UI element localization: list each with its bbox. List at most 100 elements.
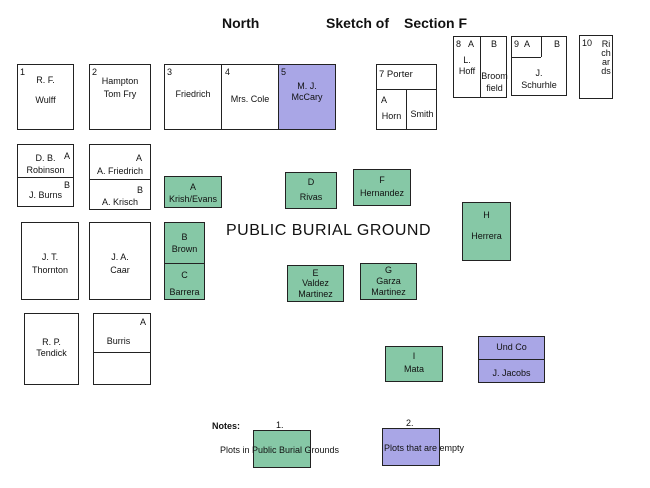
plot-number: 4: [225, 67, 231, 77]
plot-number: 5: [281, 67, 287, 77]
subplot-b-label: B: [136, 185, 143, 195]
plot-5[interactable]: 5 M. J. McCary: [278, 64, 336, 130]
plot-owner-line2: Robinson: [26, 165, 65, 175]
plot-owner-line3: J. Burns: [28, 190, 62, 200]
sketch-label: Sketch of: [326, 15, 390, 31]
plot-2[interactable]: 2 Hampton Tom Fry: [89, 64, 151, 130]
plot-owner-line2: A. Krisch: [101, 197, 138, 207]
plot-owner-line1: L.: [463, 55, 471, 65]
subplot-a-label: A: [381, 95, 388, 105]
plot-owner: Herrera: [471, 231, 502, 241]
plot-owner-line2: Tom Fry: [103, 89, 137, 99]
public-plot-c[interactable]: C Barrera: [164, 263, 205, 300]
plot-owner-line1: J.: [535, 68, 543, 78]
plot-number: 8: [456, 39, 462, 49]
plot-number: 9: [514, 39, 520, 49]
plot-owner-line2: Martinez: [371, 287, 406, 297]
plot-robinson[interactable]: A D. B. Robinson B J. Burns: [17, 144, 74, 207]
plot-letter: C: [181, 270, 188, 280]
plot-owner-undco: Und Co: [496, 342, 527, 352]
plot-letter: G: [384, 265, 392, 275]
plot-owner-jacobs: J. Jacobs: [492, 368, 531, 378]
north-label: North: [222, 15, 260, 31]
plot-7[interactable]: 7 Porter A Horn Smith: [376, 64, 437, 130]
plot-owner-line3: Broom: [481, 71, 508, 81]
public-plot-i[interactable]: I Mata: [385, 346, 443, 382]
plot-owner: Mrs. Cole: [230, 94, 270, 104]
plot-burris[interactable]: A Burris: [93, 313, 151, 385]
plot-owner: Barrera: [169, 287, 200, 297]
public-plot-f[interactable]: F Hernandez: [353, 169, 411, 206]
public-plot-h[interactable]: H Herrera: [462, 202, 511, 261]
plot-owner-line2: Schurhle: [521, 80, 557, 90]
legend-swatch-public: [253, 430, 311, 468]
public-burial-ground-label: PUBLIC BURIAL GROUND: [226, 222, 431, 239]
plot-number: 1: [20, 67, 26, 77]
plot-number: 3: [167, 67, 173, 77]
plot-1[interactable]: 1 R. F. Wulff: [17, 64, 74, 130]
plot-owner-line1: R. P.: [42, 337, 61, 347]
plot-afriedrich[interactable]: A A. Friedrich B A. Krisch: [89, 144, 151, 210]
plot-number: 10: [582, 38, 593, 48]
plot-owner-line2: Martinez: [298, 289, 333, 299]
plot-owner-line1: Garza: [376, 276, 401, 286]
public-plot-g[interactable]: G Garza Martinez: [360, 263, 417, 300]
notes-title: Notes:: [212, 421, 241, 431]
plot-owner-horn: Horn: [381, 111, 402, 121]
subplot-a-label: A: [468, 39, 475, 49]
subplot-b-label: B: [491, 39, 498, 49]
plot-3[interactable]: 3 Friedrich: [164, 64, 222, 130]
plot-owner-line1: M. J.: [297, 81, 317, 91]
plot-owner-line2: Caar: [110, 265, 130, 275]
plot-letter: A: [189, 182, 196, 192]
note-1-text: Plots in Public Burial Grounds: [220, 445, 340, 455]
plot-letter: B: [181, 232, 188, 242]
plot-owner-line1: Hampton: [101, 76, 139, 86]
plot-caar[interactable]: J. A. Caar: [89, 222, 151, 300]
plot-owner-line1: A. Friedrich: [96, 166, 143, 176]
plot-10[interactable]: 10 Richards: [579, 35, 613, 99]
plot-owner: Hernandez: [359, 188, 405, 198]
note-2-text: Plots that are empty: [384, 443, 465, 453]
section-title: Section F: [404, 15, 468, 31]
public-plot-a[interactable]: A Krish/Evans: [164, 176, 222, 208]
plot-9[interactable]: 9 A B J. Schurhle: [511, 36, 567, 96]
plot-owner-line1: R. F.: [36, 75, 55, 85]
legend-swatch-empty: [382, 428, 440, 466]
plot-owner-smith: Smith: [410, 109, 434, 119]
public-plot-b[interactable]: B Brown: [164, 222, 205, 264]
plot-title: 7 Porter: [379, 69, 413, 80]
plot-owner-line1: J. A.: [111, 252, 129, 262]
plot-thornton[interactable]: J. T. Thornton: [21, 222, 79, 300]
note-1-number: 1.: [276, 420, 284, 430]
plot-owner-line1: Valdez: [302, 278, 329, 288]
plot-number: 2: [92, 67, 98, 77]
plot-letter: E: [312, 268, 319, 278]
note-2-number: 2.: [406, 418, 414, 428]
plot-owner-line2: McCary: [291, 92, 323, 102]
plot-owner: Rivas: [299, 192, 323, 202]
subplot-a-label: A: [524, 39, 531, 49]
plot-owner-line2: Thornton: [31, 265, 69, 275]
plot-owner-line2: Wulff: [35, 95, 56, 105]
plot-letter: F: [379, 175, 385, 185]
plot-owner: Burris: [106, 336, 131, 346]
subplot-a-label: A: [135, 153, 142, 163]
subplot-a-label: A: [63, 151, 70, 161]
plot-owner: Mata: [403, 364, 424, 374]
empty-plot-undco-jacobs[interactable]: Und Co J. Jacobs: [478, 336, 545, 383]
plot-8[interactable]: 8 A B L. Hoff Broom field: [453, 36, 508, 98]
subplot-a-label: A: [139, 317, 146, 327]
plot-owner: Brown: [171, 244, 198, 254]
plot-owner-line2: Hoff: [458, 66, 476, 76]
public-plot-e[interactable]: E Valdez Martinez: [287, 265, 344, 302]
subplot-b-label: B: [554, 39, 561, 49]
plot-letter: H: [483, 210, 490, 220]
plot-4[interactable]: 4 Mrs. Cole: [221, 64, 279, 130]
plot-tendick[interactable]: R. P. Tendick: [24, 313, 79, 385]
public-plot-d[interactable]: D Rivas: [285, 172, 337, 209]
plot-letter: I: [412, 351, 416, 361]
plot-owner: Krish/Evans: [168, 194, 218, 204]
plot-owner: Friedrich: [175, 89, 211, 99]
plot-owner-line1: J. T.: [41, 252, 59, 262]
